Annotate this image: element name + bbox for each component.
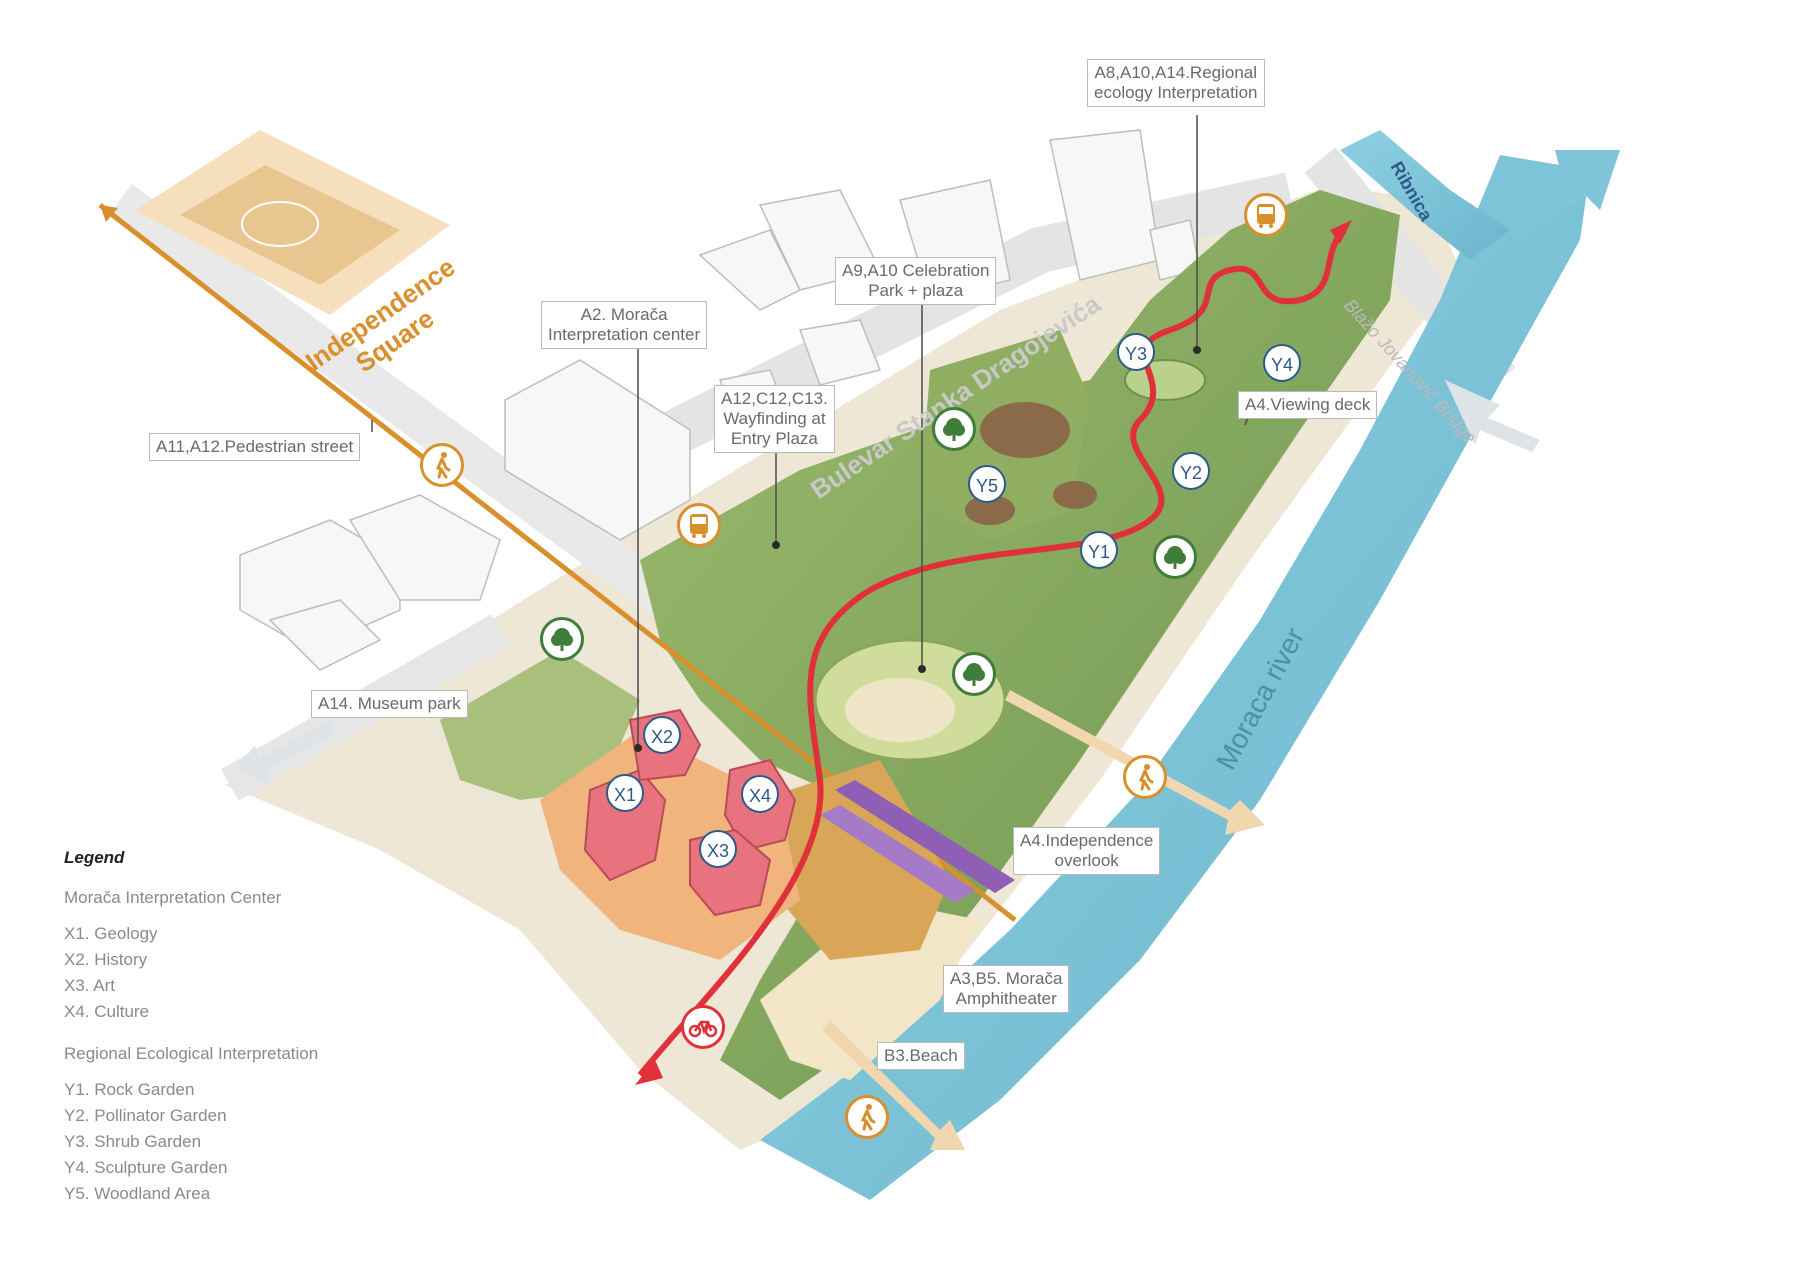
- callout-wayfinding: A12,C12,C13. Wayfinding at Entry Plaza: [714, 385, 835, 453]
- woodland-pit-3: [1053, 481, 1097, 509]
- marker-y5: Y5: [968, 465, 1006, 503]
- legend-item-x3: X3. Art: [64, 976, 116, 995]
- callout-viewing-deck: A4.Viewing deck: [1238, 391, 1378, 419]
- marker-y3: Y3: [1117, 333, 1155, 371]
- callout-interpretation-center-line2: Interpretation center: [548, 325, 701, 344]
- legend-item-y4: Y4. Sculpture Garden: [64, 1158, 228, 1177]
- callout-leaders: [371, 115, 1251, 748]
- callout-leader-dots: [634, 346, 1201, 752]
- callout-independence-overlook: A4.Independence overlook: [1013, 827, 1161, 875]
- marker-y2: Y2: [1172, 452, 1210, 490]
- callout-independence-overlook-line2: overlook: [1054, 851, 1119, 870]
- legend-heading-regional-ecology: Regional Ecological Interpretation: [64, 1044, 319, 1063]
- marker-y4: Y4: [1263, 344, 1301, 382]
- pedestrian-icon-square: [420, 443, 464, 487]
- legend-item-x1: X1. Geology: [64, 924, 158, 943]
- legend-item-x2: X2. History: [64, 950, 148, 969]
- road-arrows: [235, 380, 1540, 785]
- callout-wayfinding-line1: A12,C12,C13.: [721, 389, 828, 408]
- callout-regional-ecology: A8,A10,A14.Regional ecology Interpretati…: [1087, 59, 1265, 107]
- pedestrian-icon-east: [1123, 755, 1167, 799]
- river-arrow: [1490, 150, 1620, 240]
- legend-item-y2: Y2. Pollinator Garden: [64, 1106, 227, 1125]
- tree-icon-celebration: [952, 652, 996, 696]
- bicycle-icon: [681, 1005, 725, 1049]
- woodland-pit-2: [965, 495, 1015, 525]
- callout-interpretation-center: A2. Morača Interpretation center: [541, 301, 708, 349]
- callout-independence-overlook-line1: A4.Independence: [1020, 831, 1154, 850]
- square-circle: [241, 201, 319, 247]
- square-inner: [180, 165, 400, 285]
- pedestrian-axis-arrowhead: [100, 205, 118, 222]
- pedestrian-icon-beach: [845, 1095, 889, 1139]
- legend-item-x4: X4. Culture: [64, 1002, 150, 1021]
- callout-amphitheater-line1: A3,B5. Morača: [950, 969, 1063, 988]
- shrub-garden-ring: [1124, 359, 1206, 401]
- marker-x2: X2: [643, 716, 681, 754]
- cycling-path: [637, 227, 1348, 1077]
- cycling-path-arrowhead-north: [1330, 220, 1352, 244]
- tree-icon-museum: [540, 617, 584, 661]
- legend-title: Legend: [64, 848, 125, 867]
- woodland-pit-1: [980, 402, 1070, 458]
- marker-y1: Y1: [1080, 531, 1118, 569]
- legend-group-regional-ecology: Regional Ecological Interpretation Y1. R…: [64, 1041, 318, 1207]
- callout-amphitheater: A3,B5. Morača Amphitheater: [943, 965, 1070, 1013]
- callout-celebration-park-line2: Park + plaza: [868, 281, 964, 300]
- callout-beach: B3.Beach: [877, 1042, 965, 1070]
- callout-interpretation-center-line1: A2. Morača: [580, 305, 668, 324]
- callout-pedestrian-street: A11,A12.Pedestrian street: [149, 433, 361, 461]
- legend: Legend Morača Interpretation Center X1. …: [64, 845, 318, 1215]
- bus-icon-north: [1244, 193, 1288, 237]
- legend-heading-interpretation-center: Morača Interpretation Center: [64, 888, 282, 907]
- callout-wayfinding-line3: Entry Plaza: [730, 429, 818, 448]
- tree-icon-woodland: [932, 407, 976, 451]
- tree-icon-river: [1153, 535, 1197, 579]
- callout-celebration-park-line1: A9,A10 Celebration: [842, 261, 990, 280]
- marker-x4: X4: [741, 775, 779, 813]
- callout-wayfinding-line2: Wayfinding at: [723, 409, 826, 428]
- legend-item-y5: Y5. Woodland Area: [64, 1184, 211, 1203]
- callout-celebration-park: A9,A10 Celebration Park + plaza: [835, 257, 997, 305]
- callout-amphitheater-line2: Amphitheater: [955, 989, 1057, 1008]
- beach: [760, 900, 980, 1080]
- independence-overlook-deck: [835, 780, 1015, 893]
- legend-group-interpretation-center: Morača Interpretation Center X1. Geology…: [64, 885, 318, 1025]
- marker-x1: X1: [606, 774, 644, 812]
- callout-regional-ecology-line1: A8,A10,A14.Regional: [1094, 63, 1258, 82]
- marker-x3: X3: [699, 830, 737, 868]
- ribnica-river: [1340, 130, 1510, 260]
- celebration-mound-inner: [845, 678, 955, 742]
- cycling-path-arrowhead-south: [635, 1060, 663, 1085]
- legend-item-y3: Y3. Shrub Garden: [64, 1132, 202, 1151]
- park-west: [440, 650, 640, 800]
- overlook-deck-lower: [820, 805, 975, 903]
- moraca-river: [760, 155, 1590, 1200]
- legend-item-y1: Y1. Rock Garden: [64, 1080, 195, 1099]
- callout-regional-ecology-line2: ecology Interpretation: [1094, 83, 1258, 102]
- callout-museum-park: A14. Museum park: [311, 690, 468, 718]
- bus-icon-entry: [677, 503, 721, 547]
